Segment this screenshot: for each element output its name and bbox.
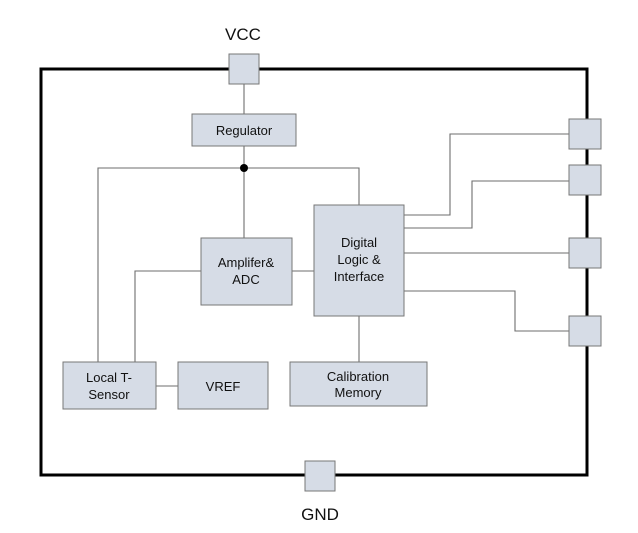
amplifier-adc-block	[200, 237, 293, 306]
vcc-label: VCC	[225, 25, 261, 44]
io-pin-3	[568, 237, 602, 269]
amplifier-label-line2: ADC	[232, 272, 259, 287]
vref-label: VREF	[206, 379, 241, 394]
gnd-label: GND	[301, 505, 339, 524]
wire-digital-pin4	[404, 290, 569, 332]
wire-digital-pin2	[404, 180, 569, 229]
wire-digital-pin1	[404, 133, 569, 216]
regulator-block	[191, 113, 297, 147]
digital-label-line2: Logic &	[337, 252, 381, 267]
digital-logic-block	[313, 204, 405, 317]
junction-dot	[240, 164, 248, 172]
calibration-label-line1: Calibration	[327, 369, 389, 384]
local-sensor-block	[62, 361, 157, 410]
digital-label-line3: Interface	[334, 269, 385, 284]
wire-sensor-amplifier	[134, 270, 201, 362]
io-pin-1	[568, 118, 602, 150]
local-sensor-label-line1: Local T-	[86, 370, 132, 385]
io-pin-4	[568, 315, 602, 347]
digital-label-line1: Digital	[341, 235, 377, 250]
local-sensor-label-line2: Sensor	[88, 387, 130, 402]
vref-block	[177, 361, 269, 410]
calibration-memory-block	[289, 361, 428, 407]
io-pin-2	[568, 164, 602, 196]
wires	[97, 84, 569, 387]
wire-power-bus	[97, 167, 360, 362]
gnd-pin	[304, 460, 336, 492]
regulator-label: Regulator	[216, 123, 273, 138]
amplifier-label-line1: Amplifer&	[218, 255, 275, 270]
calibration-label-line2: Memory	[335, 385, 382, 400]
vcc-pin	[228, 53, 260, 85]
